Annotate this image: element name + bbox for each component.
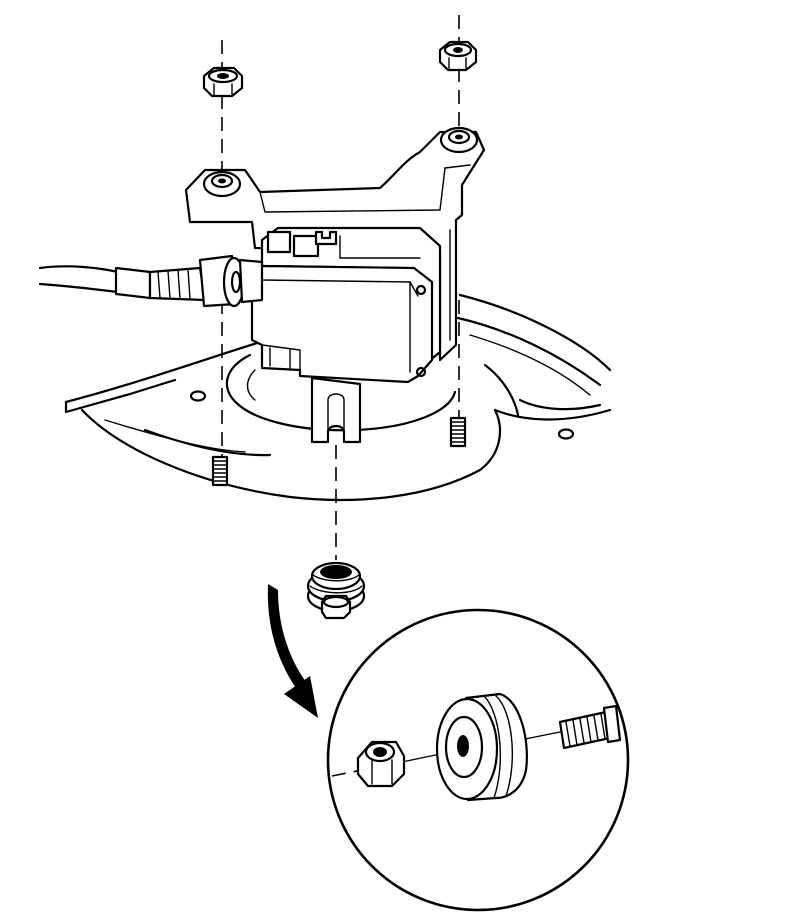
alignment-lines xyxy=(221,15,460,560)
wiring-harness xyxy=(38,254,264,308)
detail-hex-nut xyxy=(356,740,406,788)
detail-grommet xyxy=(435,692,528,802)
electronic-module xyxy=(250,226,442,444)
mounting-stud-left xyxy=(211,455,229,487)
detail-threaded-stud xyxy=(558,704,622,750)
mounting-nut-right xyxy=(438,40,478,72)
mounting-nut-left xyxy=(202,66,244,98)
mounting-surface xyxy=(64,293,612,502)
callout-arrow xyxy=(267,584,318,718)
mounting-stud-right xyxy=(449,416,467,448)
detail-view xyxy=(326,608,630,912)
grommet-assembly xyxy=(306,561,366,620)
